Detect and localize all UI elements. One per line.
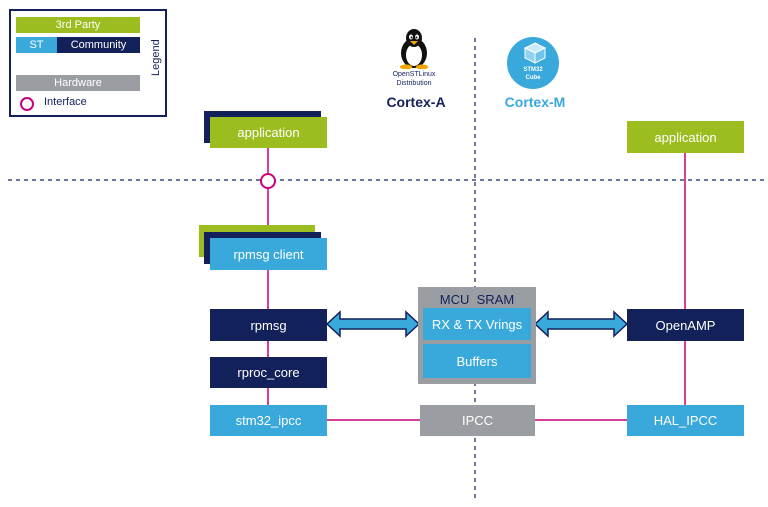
mcu-sram-label: MCU SRAM (439, 292, 515, 307)
cortex-a-rproc-core: rproc_core (210, 357, 327, 388)
stm32cube-logo: STM32 Cube (507, 37, 559, 89)
legend-community: Community (57, 37, 140, 53)
ipcc-hardware: IPCC (420, 405, 535, 436)
rpmsg-vrings-arrow (325, 310, 421, 338)
vrings-openamp-arrow (533, 310, 629, 338)
legend-hardware: Hardware (16, 75, 140, 91)
cortex-m-openamp: OpenAMP (627, 309, 744, 341)
legend: 3rd Party ST Community Hardware Interfac… (9, 9, 167, 117)
interface-circle (260, 173, 276, 189)
cube-icon (523, 42, 547, 64)
legend-interface-label: Interface (44, 96, 87, 108)
legend-st: ST (16, 37, 57, 53)
tux-penguin-icon (400, 29, 428, 69)
legend-third-party: 3rd Party (16, 17, 140, 33)
cortex-m-heading: Cortex-M (504, 94, 566, 110)
vrings-block: RX & TX Vrings (423, 308, 531, 340)
openstlinux-logo-line2: Distribution (396, 80, 432, 87)
buffers-block: Buffers (423, 344, 531, 378)
cortex-a-stm32-ipcc: stm32_ipcc (210, 405, 327, 436)
stm32cube-logo-line2: Cube (525, 75, 541, 81)
cortex-a-rpmsg-client: rpmsg client (210, 238, 327, 270)
cortex-m-application: application (627, 121, 744, 153)
cortex-m-hal-ipcc: HAL_IPCC (627, 405, 744, 436)
cortex-a-rpmsg: rpmsg (210, 309, 327, 341)
legend-interface-icon (20, 97, 34, 111)
legend-title: Legend (150, 39, 162, 76)
stm32cube-logo-line1: STM32 (523, 67, 543, 73)
openstlinux-logo-line1: OpenSTLinux (392, 71, 436, 78)
cortex-a-heading: Cortex-A (386, 94, 446, 110)
cortex-a-application: application (210, 117, 327, 148)
